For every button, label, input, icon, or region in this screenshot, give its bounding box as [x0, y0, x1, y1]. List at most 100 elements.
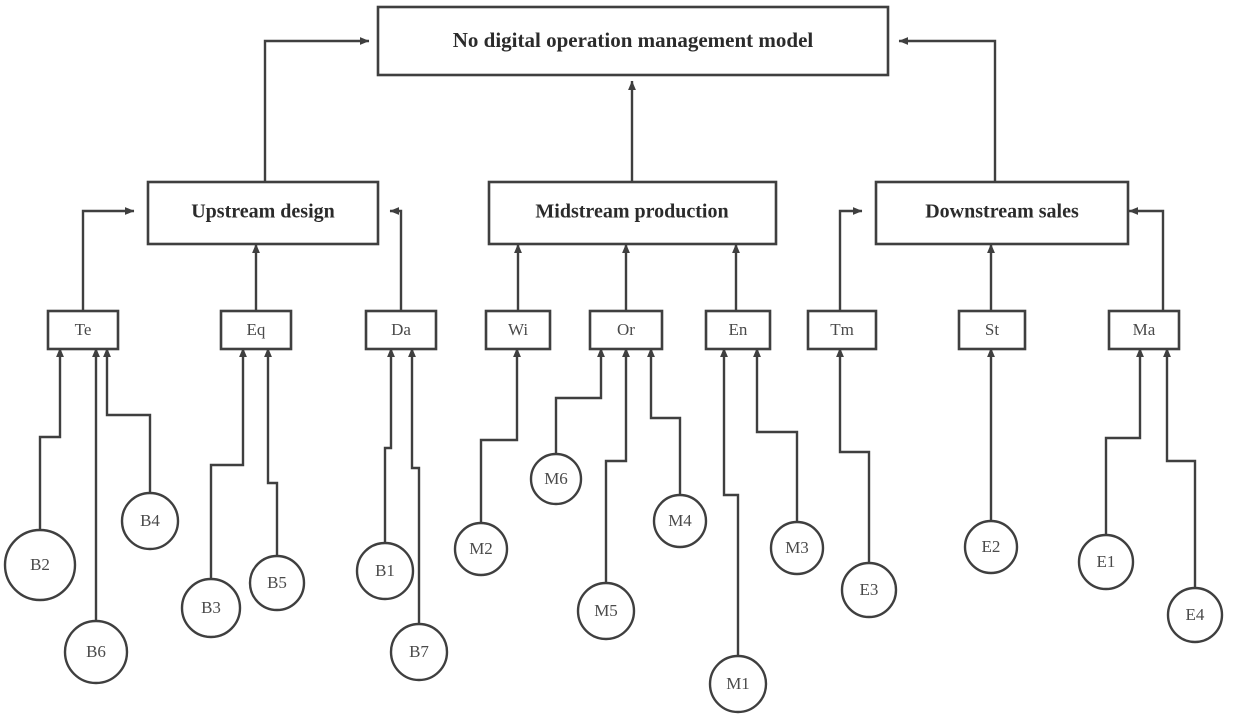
- node-te[interactable]: Te: [46, 309, 120, 351]
- m5-label: M5: [594, 601, 618, 620]
- edge-da-to-upstream: [389, 206, 403, 311]
- edge-e3-to-tm: [836, 347, 871, 564]
- e2-label: E2: [982, 537, 1001, 556]
- edge-m2-to-wi: [479, 347, 522, 524]
- edge-b1-to-da: [383, 347, 396, 545]
- edge-upstream-to-root: [263, 37, 370, 185]
- node-en[interactable]: En: [704, 309, 772, 351]
- edge-tm-to-downstream: [838, 207, 863, 311]
- b4-label: B4: [140, 511, 160, 530]
- b3-circle: [180, 577, 242, 639]
- edge-b4-to-te: [103, 347, 152, 494]
- wi-box: [484, 309, 552, 351]
- node-m4[interactable]: M4: [652, 493, 708, 549]
- da-label: Da: [391, 320, 411, 339]
- b2-circle: [3, 528, 77, 602]
- wi-label: Wi: [508, 320, 528, 339]
- m2-circle: [453, 521, 509, 577]
- m4-label: M4: [668, 511, 692, 530]
- b5-label: B5: [267, 573, 287, 592]
- edge-b3-to-eq: [209, 347, 248, 579]
- node-st[interactable]: St: [957, 309, 1027, 351]
- b7-label: B7: [409, 642, 429, 661]
- e1-label: E1: [1097, 552, 1116, 571]
- eq-box: [219, 309, 293, 351]
- or-label: Or: [617, 320, 635, 339]
- node-m3[interactable]: M3: [769, 520, 825, 576]
- m4-circle: [652, 493, 708, 549]
- b7-circle: [389, 622, 449, 682]
- st-label: St: [985, 320, 999, 339]
- en-box: [704, 309, 772, 351]
- en-label: En: [729, 320, 748, 339]
- edge-b7-to-da: [408, 347, 421, 627]
- node-e1[interactable]: E1: [1077, 533, 1135, 591]
- tm-box: [806, 309, 878, 351]
- node-upstream[interactable]: Upstream design: [146, 180, 380, 246]
- node-e4[interactable]: E4: [1166, 586, 1224, 644]
- m6-label: M6: [544, 469, 568, 488]
- ma-label: Ma: [1133, 320, 1156, 339]
- or-box: [588, 309, 664, 351]
- upstream-box: [146, 180, 380, 246]
- edge-m4-to-or: [647, 347, 682, 495]
- node-b5[interactable]: B5: [248, 554, 306, 612]
- node-e3[interactable]: E3: [840, 561, 898, 619]
- edge-e4-to-ma: [1163, 347, 1197, 588]
- m3-circle: [769, 520, 825, 576]
- node-b3[interactable]: B3: [180, 577, 242, 639]
- b6-label: B6: [86, 642, 106, 661]
- tm-label: Tm: [830, 320, 854, 339]
- e1-circle: [1077, 533, 1135, 591]
- node-m1[interactable]: M1: [708, 654, 768, 714]
- ma-box: [1107, 309, 1181, 351]
- b5-circle: [248, 554, 306, 612]
- node-m5[interactable]: M5: [576, 581, 636, 641]
- m6-circle: [529, 452, 583, 506]
- node-m2[interactable]: M2: [453, 521, 509, 577]
- node-eq[interactable]: Eq: [219, 309, 293, 351]
- root-label: No digital operation management model: [453, 28, 814, 52]
- node-downstream[interactable]: Downstream sales: [874, 180, 1130, 246]
- upstream-label: Upstream design: [191, 201, 335, 223]
- node-midstream[interactable]: Midstream production: [487, 180, 778, 246]
- e4-circle: [1166, 586, 1224, 644]
- node-root[interactable]: No digital operation management model: [376, 5, 890, 77]
- st-box: [957, 309, 1027, 351]
- node-b2[interactable]: B2: [3, 528, 77, 602]
- eq-label: Eq: [247, 320, 266, 339]
- b1-circle: [355, 541, 415, 601]
- m1-circle: [708, 654, 768, 714]
- node-b7[interactable]: B7: [389, 622, 449, 682]
- root-box: [376, 5, 890, 77]
- te-box: [46, 309, 120, 351]
- node-e2[interactable]: E2: [963, 519, 1019, 575]
- m5-circle: [576, 581, 636, 641]
- midstream-label: Midstream production: [535, 201, 728, 223]
- b1-label: B1: [375, 561, 395, 580]
- m2-label: M2: [469, 539, 493, 558]
- edge-b2-to-te: [38, 347, 65, 530]
- downstream-box: [874, 180, 1130, 246]
- node-b6[interactable]: B6: [63, 619, 129, 685]
- e3-circle: [840, 561, 898, 619]
- edge-e1-to-ma: [1104, 347, 1145, 535]
- e3-label: E3: [860, 580, 879, 599]
- b3-label: B3: [201, 598, 221, 617]
- edge-te-to-upstream: [81, 207, 135, 311]
- edge-ma-to-downstream: [1128, 206, 1165, 311]
- node-b1[interactable]: B1: [355, 541, 415, 601]
- node-m6[interactable]: M6: [529, 452, 583, 506]
- node-or[interactable]: Or: [588, 309, 664, 351]
- node-ma[interactable]: Ma: [1107, 309, 1181, 351]
- edge-m6-to-or: [554, 347, 606, 455]
- node-da[interactable]: Da: [364, 309, 438, 351]
- midstream-box: [487, 180, 778, 246]
- edge-b5-to-eq: [264, 347, 279, 559]
- node-b4[interactable]: B4: [120, 491, 180, 551]
- node-wi[interactable]: Wi: [484, 309, 552, 351]
- node-tm[interactable]: Tm: [806, 309, 878, 351]
- b4-circle: [120, 491, 180, 551]
